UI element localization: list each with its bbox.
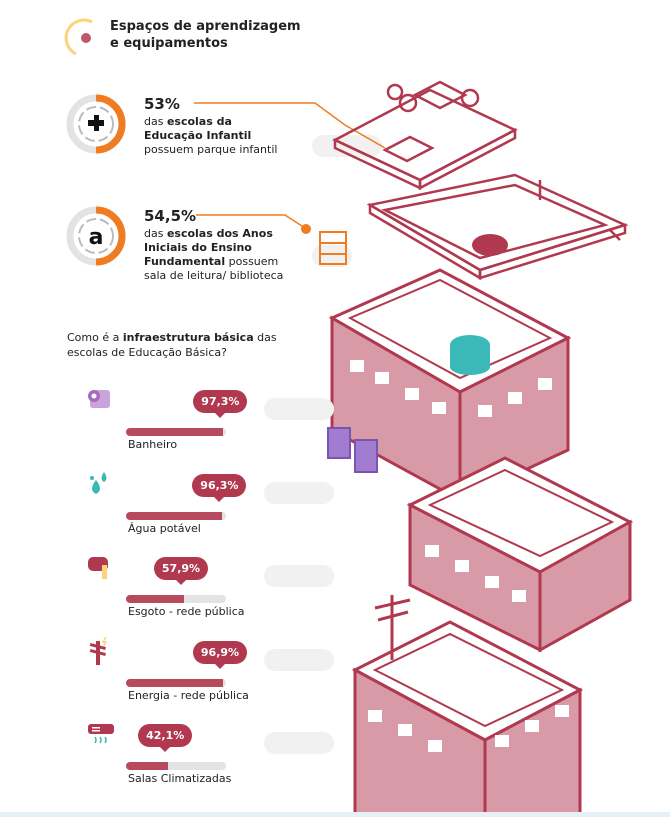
progress-fill: [126, 511, 223, 520]
section-icon: [64, 18, 93, 56]
percent-bubble: 97,3%: [193, 390, 248, 418]
stat-percent: 53%: [144, 95, 180, 113]
toilet-paper-icon: [88, 390, 110, 408]
water-drops-icon: [90, 471, 107, 494]
progress-fill: [126, 428, 224, 436]
progress-bar: [126, 428, 226, 436]
row-connector-pill: [264, 481, 334, 504]
progress-fill: [126, 678, 223, 687]
svg-text:a: a: [89, 225, 104, 250]
infra-label: Salas Climatizadas: [128, 772, 232, 785]
puzzle-icon: [66, 94, 126, 154]
percent-bubble: 96,9%: [192, 640, 248, 669]
sewer-pipe-icon: [88, 557, 108, 579]
row-connector-pill: [264, 565, 334, 587]
infra-label: Água potável: [128, 521, 201, 535]
percent-bubble: 57,9%: [153, 557, 209, 585]
progress-bar: [126, 678, 226, 687]
progress-bar: [126, 595, 226, 603]
power-pole-icon: [89, 636, 108, 665]
row-connector-pill: [264, 732, 334, 754]
letter-a-icon: a: [66, 206, 126, 266]
progress-bar: [126, 511, 226, 520]
row-connector-pill: [264, 648, 334, 671]
infra-label: Banheiro: [128, 438, 178, 451]
percent-bubble: 42,1%: [138, 724, 193, 752]
stat-percent: 54,5%: [144, 207, 197, 225]
progress-fill: [126, 762, 169, 770]
stat-description: das escolas dos Anos Iniciais do Ensino …: [144, 227, 284, 282]
percent-bubble: 96,3%: [192, 473, 247, 502]
infra-label: Energia - rede pública: [128, 688, 249, 702]
air-conditioner-icon: [88, 724, 114, 744]
progress-bar: [126, 762, 226, 770]
infra-question: Como é a infraestrutura básica das escol…: [67, 331, 277, 359]
row-connector-pill: [264, 398, 334, 420]
infra-label: Esgoto - rede pública: [128, 605, 245, 618]
progress-fill: [126, 595, 184, 603]
stat-description: das escolas da Educação Infantil possuem…: [144, 115, 278, 156]
